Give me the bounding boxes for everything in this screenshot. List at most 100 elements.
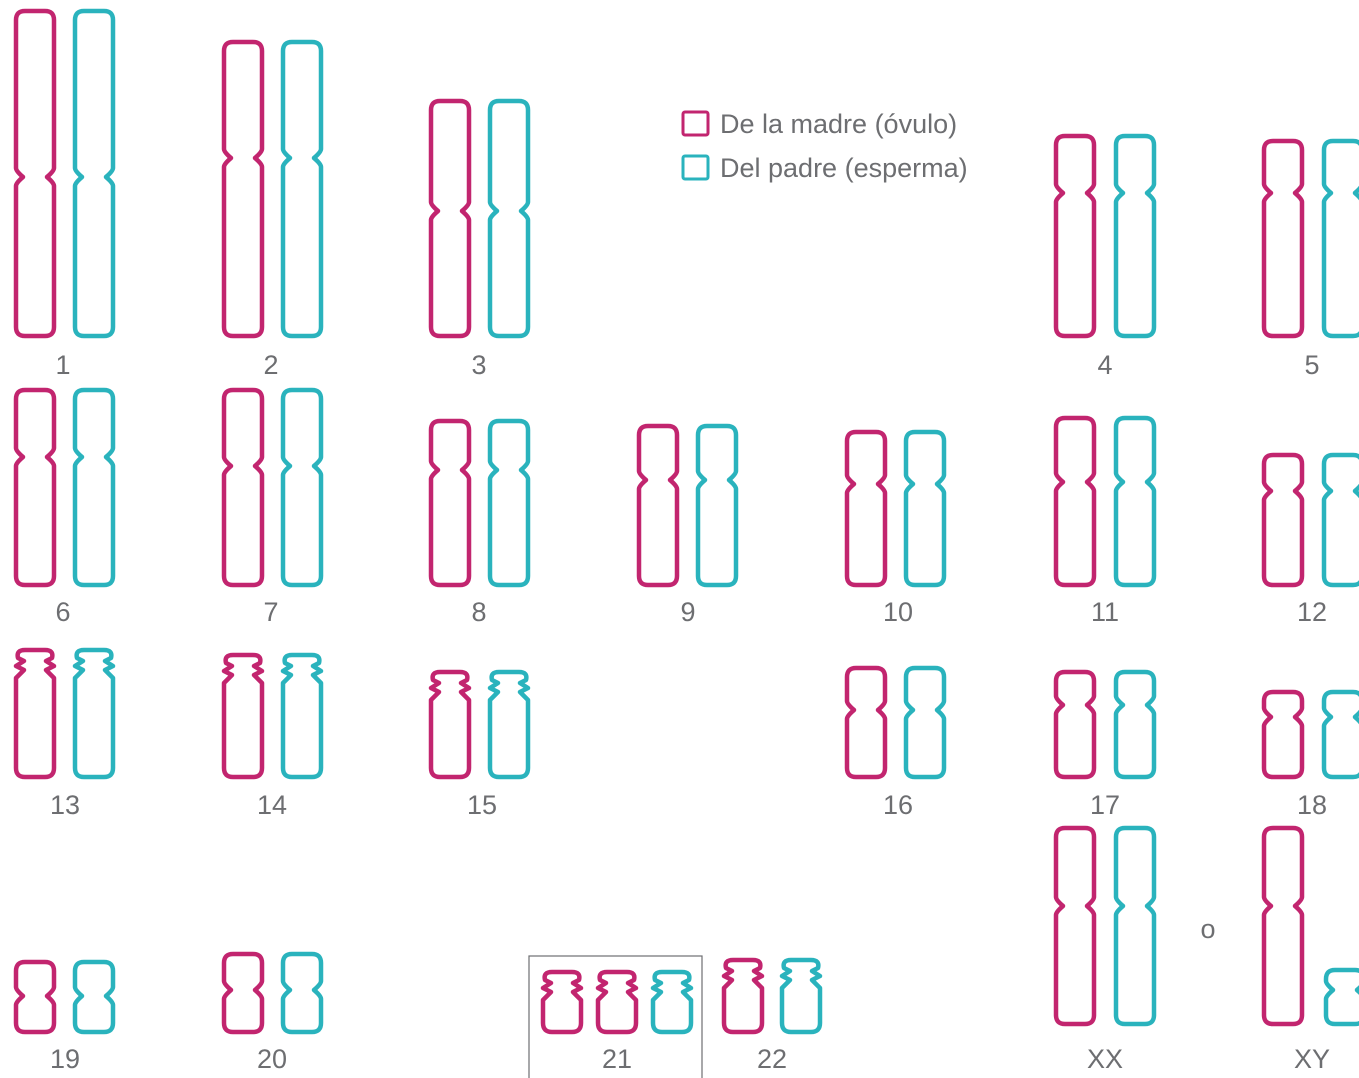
chromosome-12-maternal-1 [1264,455,1302,585]
chromosome-9-maternal-1 [639,426,677,585]
chromosome-pair-19 [16,962,113,1032]
chromosome-10-paternal-2 [906,432,944,585]
chromosome-pair-8 [431,421,528,585]
pair-label-1: 1 [55,350,70,380]
chromosome-8-maternal-1 [431,421,469,585]
chromosome-22-maternal-1 [724,960,762,1032]
chromosome-pair-16 [847,668,944,777]
pair-label-4: 4 [1097,350,1112,380]
chromosome-6-paternal-2 [75,390,113,585]
chromosome-2-paternal-2 [283,42,321,336]
chromosome-3-paternal-2 [490,101,528,336]
legend-maternal-label: De la madre (óvulo) [720,109,957,139]
chromosome-18-maternal-1 [1264,692,1302,777]
chromosome-13-paternal-2 [75,650,113,777]
chromosome-11-maternal-1 [1056,418,1094,585]
chromosome-15-maternal-1 [431,672,469,777]
chromosome-pair-xx [1056,828,1154,1024]
chromosome-18-paternal-2 [1324,692,1359,777]
chromosome-3-maternal-1 [431,101,469,336]
pair-label-7: 7 [263,597,278,627]
chromosome-5-paternal-2 [1324,141,1359,336]
chromosome-4-paternal-2 [1116,136,1154,336]
chromosome-15-paternal-2 [490,672,528,777]
chromosome-17-maternal-1 [1056,672,1094,777]
chromosome-pair-20 [224,954,321,1032]
chromosome-pair-10 [847,432,944,585]
chromosome-11-paternal-2 [1116,418,1154,585]
chromosome-7-maternal-1 [224,390,262,585]
xx-xy-separator: o [1200,914,1215,944]
pair-label-6: 6 [55,597,70,627]
chromosome-5-maternal-1 [1264,141,1302,336]
pair-label-16: 16 [883,790,913,820]
pair-label-20: 20 [257,1044,287,1074]
chromosome-pair-7 [224,390,321,585]
chromosome-7-paternal-2 [283,390,321,585]
legend: De la madre (óvulo) Del padre (esperma) [683,109,968,183]
legend-paternal-swatch [683,156,708,179]
chromosome-4-maternal-1 [1056,136,1094,336]
chromosome-xy-paternal-2 [1326,970,1359,1024]
pair-label-21: 21 [602,1044,632,1074]
pair-label-15: 15 [467,790,497,820]
chromosome-12-paternal-2 [1324,455,1359,585]
chromosome-pair-5 [1264,141,1359,336]
chromosome-pair-11 [1056,418,1154,585]
pair-label-2: 2 [263,350,278,380]
chromosome-1-maternal-1 [16,11,54,336]
pair-label-xy: XY [1294,1044,1330,1074]
chromosome-xx-paternal-2 [1116,828,1154,1024]
legend-paternal-label: Del padre (esperma) [720,153,968,183]
chromosome-19-paternal-2 [75,962,113,1032]
chromosome-20-maternal-1 [224,954,262,1032]
chromosome-xx-maternal-1 [1056,828,1094,1024]
chromosome-pair-3 [431,101,528,336]
chromosome-16-paternal-2 [906,668,944,777]
chromosome-6-maternal-1 [16,390,54,585]
chromosome-pair-13 [16,650,113,777]
chromosome-pair-17 [1056,672,1154,777]
chromosome-layer [16,11,1359,1032]
pair-label-xx: XX [1087,1044,1123,1074]
chromosome-xy-maternal-1 [1264,828,1302,1024]
chromosome-pair-18 [1264,692,1359,777]
pair-label-10: 10 [883,597,913,627]
pair-label-8: 8 [471,597,486,627]
chromosome-pair-22 [724,960,820,1032]
chromosome-21-maternal-1 [543,972,581,1032]
chromosome-pair-6 [16,390,113,585]
chromosome-14-maternal-1 [224,655,262,777]
pair-label-11: 11 [1091,597,1119,627]
chromosome-22-paternal-2 [782,960,820,1032]
pair-label-18: 18 [1297,790,1327,820]
chromosome-pair-15 [431,672,528,777]
chromosome-pair-9 [639,426,736,585]
chromosome-19-maternal-1 [16,962,54,1032]
chromosome-20-paternal-2 [283,954,321,1032]
chromosome-21-maternal-2 [598,972,636,1032]
pair-label-9: 9 [680,597,695,627]
pair-label-5: 5 [1304,350,1319,380]
chromosome-8-paternal-2 [490,421,528,585]
chromosome-10-maternal-1 [847,432,885,585]
chromosome-14-paternal-2 [283,655,321,777]
chromosome-pair-21 [543,972,691,1032]
legend-maternal-swatch [683,112,708,135]
chromosome-16-maternal-1 [847,668,885,777]
chromosome-2-maternal-1 [224,42,262,336]
chromosome-pair-14 [224,655,321,777]
chromosome-1-paternal-2 [75,11,113,336]
chromosome-13-maternal-1 [16,650,54,777]
pair-label-3: 3 [471,350,486,380]
pair-label-22: 22 [757,1044,787,1074]
chromosome-pair-1 [16,11,113,336]
chromosome-pair-4 [1056,136,1154,336]
chromosome-21-paternal-3 [653,972,691,1032]
pair-label-17: 17 [1090,790,1120,820]
pair-label-13: 13 [50,790,80,820]
chromosome-9-paternal-2 [698,426,736,585]
chromosome-pair-xy [1264,828,1359,1024]
